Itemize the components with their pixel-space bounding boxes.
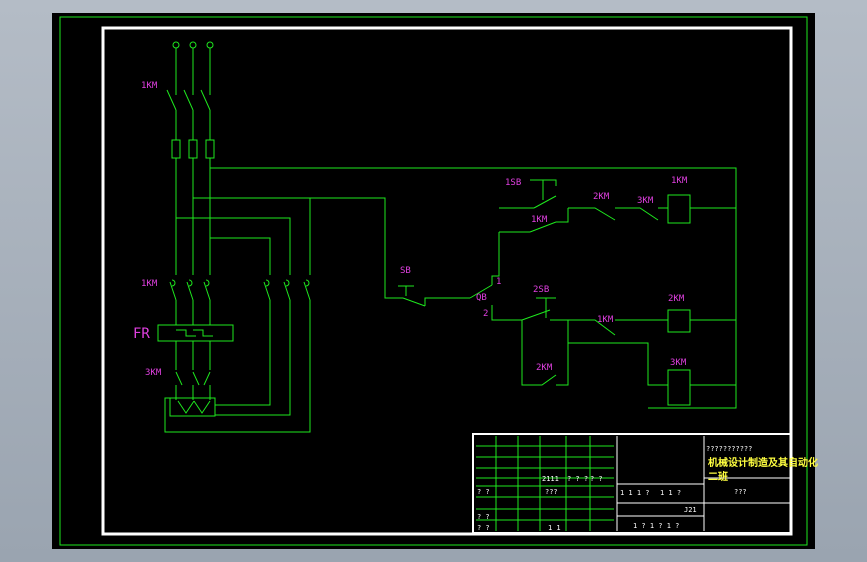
drawing-subtitle: 二班 — [708, 470, 728, 483]
label-node-1: 1 — [496, 277, 501, 287]
control-circuit — [210, 167, 737, 409]
label-2sb: 2SB — [533, 285, 549, 295]
coil-2km — [667, 309, 691, 333]
drawing-title: 机械设计制造及其自动化 — [708, 456, 818, 469]
cell-q3: ? ? — [477, 513, 490, 521]
coil-1km — [667, 194, 691, 224]
drawing-name: ??? — [734, 488, 747, 496]
label-coil-2km: 2KM — [668, 294, 685, 304]
label-coil-1km: 1KM — [671, 176, 688, 186]
outer-border — [59, 16, 808, 546]
cell-row3: J21 — [684, 506, 697, 514]
label-2km-aux: 2KM — [593, 192, 610, 202]
label-km1-top: 1KM — [141, 81, 158, 91]
label-fr: FR — [133, 326, 150, 342]
drawing-background — [52, 13, 815, 549]
label-2km-hold: 2KM — [536, 363, 553, 373]
label-1sb: 1SB — [505, 178, 521, 188]
title-header: ??????????? — [706, 445, 752, 453]
cell-row2: 1 1 ? — [660, 489, 681, 497]
cell-q2: ? ? ? — [567, 475, 588, 483]
cell-2111: 2111 — [542, 475, 559, 483]
cell-q1: ? ? — [477, 488, 490, 496]
motor-box — [169, 397, 216, 417]
diagram-labels: 1KM 1KM FR 3KM SB QB 1 2 1SB 1KM 2KM 3KM… — [133, 81, 688, 378]
inner-frame — [101, 26, 793, 536]
cell-q7: 1 1 — [548, 524, 561, 532]
cell-row4: 1 ? 1 ? 1 ? — [633, 522, 679, 530]
label-km1-mid: 1KM — [141, 279, 158, 289]
coil-3km — [667, 369, 691, 406]
label-coil-3km: 3KM — [670, 358, 687, 368]
label-qb: QB — [476, 293, 487, 303]
cell-row1: 1 1 1 ? — [620, 489, 650, 497]
cell-q5: ? ? — [477, 524, 490, 532]
cell-q6: ? ? — [590, 475, 603, 483]
label-3km-aux: 3KM — [637, 196, 654, 206]
thermal-relay-fr — [157, 324, 234, 342]
title-block: ??????????? 机械设计制造及其自动化 二班 ??? 2111 ? ? … — [472, 433, 818, 534]
label-node-2: 2 — [483, 309, 488, 319]
label-km3-left: 3KM — [145, 368, 162, 378]
label-1km-aux-mid: 1KM — [597, 315, 614, 325]
label-1km-aux: 1KM — [531, 215, 548, 225]
cell-q4: ??? — [545, 488, 558, 496]
label-sb: SB — [400, 266, 411, 276]
